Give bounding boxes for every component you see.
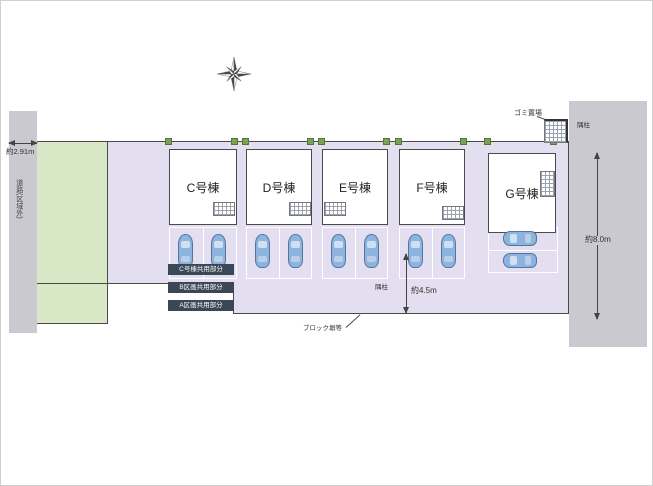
shrub-icon	[165, 138, 172, 145]
boundary-top	[37, 141, 569, 142]
right-dimension: 約8.0m	[583, 235, 613, 245]
porch-grid	[213, 202, 235, 216]
road-width-dimension-line	[8, 140, 38, 146]
house-c-label: C号棟	[186, 180, 220, 195]
driveway-dimension: 約4.5m	[411, 286, 437, 295]
car-icon	[331, 234, 346, 268]
shrub-icon	[231, 138, 238, 145]
shrub-icon	[242, 138, 249, 145]
shrub-icon	[395, 138, 402, 145]
right-road	[569, 101, 647, 347]
green-area-bottom	[37, 323, 108, 324]
porch-grid	[289, 202, 311, 216]
house-f: F号棟	[399, 149, 465, 225]
boundary-left	[107, 141, 108, 323]
house-d: D号棟	[246, 149, 312, 225]
boundary-right	[568, 141, 569, 314]
porch-grid	[540, 171, 555, 197]
car-icon	[178, 234, 193, 268]
garbage-box	[544, 119, 568, 143]
boundary-step	[233, 283, 234, 314]
car-icon	[255, 234, 270, 268]
parking-stall-c	[169, 227, 237, 279]
boundary-mid	[37, 283, 234, 284]
block-wall-label: ブロック塀等	[303, 325, 342, 332]
car-icon	[408, 234, 423, 268]
car-icon	[211, 234, 226, 268]
common-area-badge: A区画共用部分	[168, 300, 234, 311]
shrub-icon	[460, 138, 467, 145]
parking-stall-e	[322, 227, 388, 279]
road-width-dimension: 約2.91m	[6, 147, 35, 156]
driveway-dimension-line	[403, 253, 409, 314]
left-road-label: 道路(区域外)	[15, 179, 23, 219]
compass-rose-icon	[216, 57, 252, 92]
garbage-area-label: ゴミ置場	[514, 110, 542, 117]
house-e-label: E号棟	[338, 180, 371, 195]
parking-stall-d	[246, 227, 312, 279]
house-d-label: D号棟	[262, 180, 296, 195]
common-area-badge: C号棟共用部分	[168, 264, 234, 275]
common-area-badge: B区画共用部分	[168, 282, 234, 293]
house-g-label: G号棟	[505, 186, 539, 201]
car-icon	[288, 234, 303, 268]
shrub-icon	[318, 138, 325, 145]
car-icon	[364, 234, 379, 268]
block-wall-leader	[345, 314, 361, 328]
corner-post-label: 隅柱	[577, 122, 590, 129]
driveway	[233, 283, 569, 313]
porch-grid	[442, 206, 464, 220]
house-e: E号棟	[322, 149, 388, 225]
house-f-label: F号棟	[416, 180, 448, 195]
corner-post-label: 隅柱	[375, 284, 388, 291]
parking-stall-f	[399, 227, 465, 279]
porch-grid	[324, 202, 346, 216]
car-icon	[503, 253, 537, 268]
shrub-icon	[484, 138, 491, 145]
shrub-icon	[307, 138, 314, 145]
boundary-bottom	[233, 313, 569, 314]
green-common-area	[37, 141, 107, 323]
car-icon	[503, 231, 537, 246]
car-icon	[441, 234, 456, 268]
shrub-icon	[383, 138, 390, 145]
left-road	[9, 111, 37, 333]
